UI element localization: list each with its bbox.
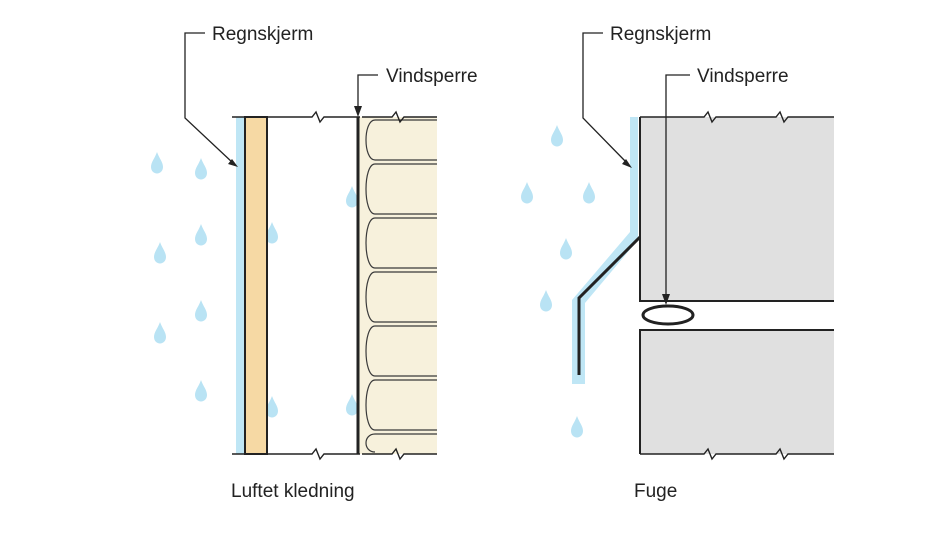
insulation-pattern [365,119,437,453]
water-film-left [236,117,245,454]
concrete-element-lower [640,330,834,454]
leader-wind-barrier-left [357,74,378,108]
arrowhead-wind-barrier-left [354,106,362,117]
joint-gasket [641,304,695,326]
flashing-profile [577,235,642,375]
label-rain-screen-right: Regnskjerm [610,24,711,45]
leader-rain-screen-left [184,32,234,164]
section-line-bottom-right [640,447,834,461]
section-line-top-left [232,110,437,124]
insulation [358,117,437,454]
raindrops-right [521,125,595,438]
cladding-board [244,116,268,455]
label-wind-barrier-right: Vindsperre [697,66,789,87]
arrowhead-rain-screen-right [622,159,632,168]
section-line-bottom-left [232,447,437,461]
concrete-outline-upper [639,117,834,302]
label-rain-screen-left: Regnskjerm [212,24,313,45]
caption-right: Fuge [634,481,677,502]
arrowhead-rain-screen-left [228,159,238,167]
label-wind-barrier-left: Vindsperre [386,66,478,87]
caption-left: Luftet kledning [231,481,355,502]
ventilated-cladding-diagram: Regnskjerm Vindsperre Luftet kledning [151,24,478,502]
joint-diagram: Regnskjerm Vindsperre Fuge [521,24,834,502]
leader-wind-barrier-right [665,74,690,296]
leader-rain-screen-right [582,32,628,164]
section-line-top-right [640,110,834,124]
concrete-outline-lower [639,329,834,454]
arrowhead-wind-barrier-right [662,294,670,305]
concrete-element-upper [640,117,834,301]
